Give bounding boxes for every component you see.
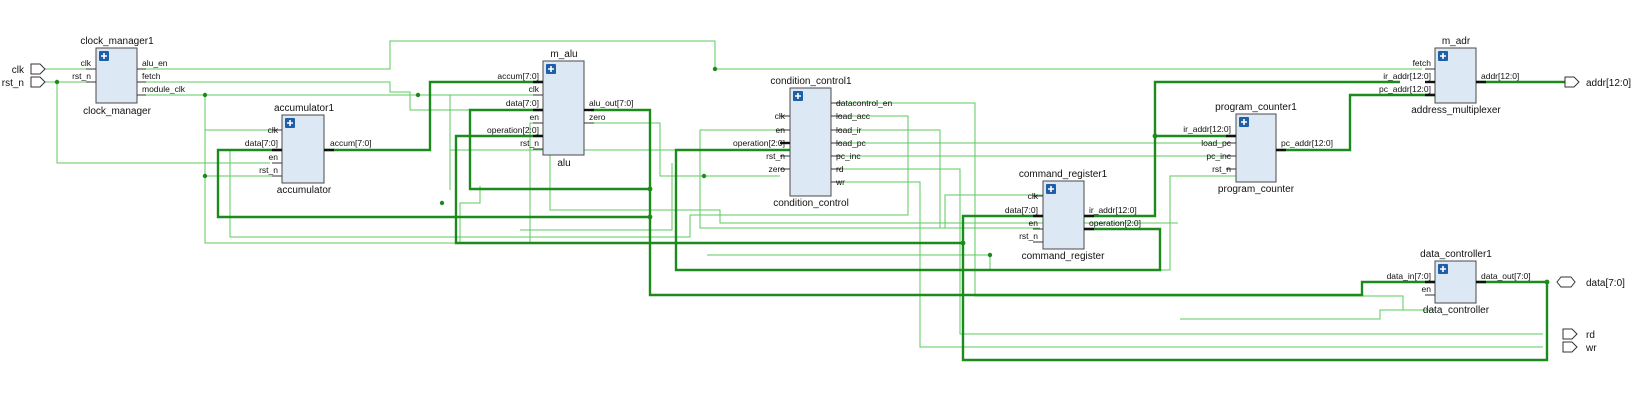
pin-en: en [776, 125, 786, 135]
pin-module-clk: module_clk [142, 84, 186, 94]
pin-clk: clk [1028, 191, 1039, 201]
pin-load-acc: load_acc [836, 111, 871, 121]
pin-operation: operation[2:0] [733, 138, 785, 148]
pin-alu-en: alu_en [142, 58, 168, 68]
pin-fetch: fetch [1413, 58, 1432, 68]
condition-control-module-name: condition_control [773, 198, 849, 209]
pin-data-out: data_out[7:0] [1481, 271, 1531, 281]
program-counter-module-name: program_counter [1218, 184, 1295, 195]
pin-data: data[7:0] [245, 138, 278, 148]
pin-rst-n: rst_n [766, 151, 785, 161]
net-junctions [54, 66, 1550, 285]
alu-module-name: alu [557, 158, 570, 169]
clock-manager-instance-name: clock_manager1 [80, 36, 154, 47]
pin-clk: clk [268, 125, 279, 135]
plus-icon[interactable] [1438, 264, 1448, 274]
pin-rst-n: rst_n [520, 138, 539, 148]
condition-control-instance-name: condition_control1 [770, 76, 852, 87]
port-rst-n-label: rst_n [2, 78, 24, 89]
data-controller-instance-name: data_controller1 [1420, 249, 1492, 260]
pin-en: en [1422, 284, 1432, 294]
pin-ir-addr: ir_addr[12:0] [1089, 205, 1137, 215]
port-data[interactable]: data[7:0] [1556, 276, 1625, 289]
pin-load-pc: load_pc [1201, 138, 1232, 148]
pin-alu-out: alu_out[7:0] [589, 98, 633, 108]
plus-icon[interactable] [793, 91, 803, 101]
pin-wr: wr [835, 177, 845, 187]
pin-load-pc: load_pc [836, 138, 867, 148]
clock-manager-module-name: clock_manager [83, 106, 151, 117]
pin-en: en [1029, 218, 1039, 228]
pin-datacontrol-en: datacontrol_en [836, 98, 893, 108]
pin-rst-n: rst_n [1019, 231, 1038, 241]
port-data-label: data[7:0] [1586, 278, 1625, 289]
pin-load-ir: load_ir [836, 125, 862, 135]
pin-ir-addr: ir_addr[12:0] [1183, 124, 1231, 134]
block-program-counter[interactable]: program_counter1 ir_addr[12:0] load_pc p… [1183, 102, 1333, 195]
address-multiplexer-instance-name: m_adr [1442, 36, 1471, 47]
pin-rd: rd [836, 164, 844, 174]
pin-data-in: data_in[7:0] [1387, 271, 1431, 281]
accumulator-module-name: accumulator [277, 185, 332, 196]
pin-accum: accum[7:0] [497, 71, 539, 81]
pin-rst-n: rst_n [1212, 164, 1231, 174]
program-counter-instance-name: program_counter1 [1215, 102, 1297, 113]
pin-en: en [530, 112, 540, 122]
pin-clk: clk [81, 58, 92, 68]
block-command-register[interactable]: command_register1 clk data[7:0] en rst_n… [1005, 169, 1141, 262]
plus-icon[interactable] [1046, 184, 1056, 194]
pin-pc-inc: pc_inc [836, 151, 861, 161]
pin-clk: clk [775, 111, 786, 121]
port-addr[interactable]: addr[12:0] [1564, 76, 1631, 89]
pin-operation: operation[2:0] [1089, 218, 1141, 228]
top-ports[interactable]: clk rst_n addr[12:0] data[7:0] rd wr [2, 63, 1631, 354]
address-multiplexer-module-name: address_multiplexer [1411, 105, 1501, 116]
pin-fetch: fetch [142, 71, 161, 81]
command-register-instance-name: command_register1 [1019, 169, 1108, 180]
pin-addr: addr[12:0] [1481, 71, 1519, 81]
pin-operation: operation[2:0] [487, 125, 539, 135]
port-addr-label: addr[12:0] [1586, 78, 1631, 89]
pin-pc-addr: pc_addr[12:0] [1281, 138, 1333, 148]
pin-accum: accum[7:0] [330, 138, 372, 148]
plus-icon[interactable] [1438, 51, 1448, 61]
block-alu[interactable]: m_alu accum[7:0] clk data[7:0] en operat… [487, 49, 633, 169]
pin-data: data[7:0] [1005, 205, 1038, 215]
command-register-module-name: command_register [1022, 251, 1105, 262]
pin-rst-n: rst_n [259, 165, 278, 175]
plus-icon[interactable] [546, 64, 556, 74]
port-wr[interactable]: wr [1562, 341, 1597, 354]
pin-ir-addr: ir_addr[12:0] [1383, 71, 1431, 81]
block-clock-manager[interactable]: clock_manager1 clk rst_n alu_en fetch mo… [72, 36, 186, 117]
nets-bus [216, 80, 1565, 362]
accumulator-instance-name: accumulator1 [274, 103, 334, 114]
pin-clk: clk [529, 84, 540, 94]
plus-icon[interactable] [1239, 117, 1249, 127]
port-clk[interactable]: clk [12, 63, 46, 76]
pin-en: en [269, 152, 279, 162]
pin-pc-addr: pc_addr[12:0] [1379, 84, 1431, 94]
pin-zero: zero [768, 164, 785, 174]
port-clk-label: clk [12, 65, 25, 76]
block-condition-control[interactable]: condition_control1 clk en operation[2:0]… [733, 76, 892, 209]
port-wr-label: wr [1585, 343, 1597, 354]
port-rd[interactable]: rd [1562, 328, 1595, 341]
port-rst-n[interactable]: rst_n [2, 76, 46, 89]
data-controller-module-name: data_controller [1423, 305, 1490, 316]
pin-data: data[7:0] [506, 98, 539, 108]
block-accumulator[interactable]: accumulator1 clk data[7:0] en rst_n accu… [245, 103, 372, 196]
block-data-controller[interactable]: data_controller1 data_in[7:0] en data_ou… [1387, 249, 1531, 316]
pin-rst-n: rst_n [72, 71, 91, 81]
block-address-multiplexer[interactable]: m_adr fetch ir_addr[12:0] pc_addr[12:0] … [1379, 36, 1519, 116]
alu-instance-name: m_alu [550, 49, 577, 60]
plus-icon[interactable] [285, 118, 295, 128]
plus-icon[interactable] [99, 51, 109, 61]
pin-zero: zero [589, 112, 606, 122]
port-rd-label: rd [1586, 330, 1595, 341]
pin-pc-inc: pc_inc [1206, 151, 1231, 161]
